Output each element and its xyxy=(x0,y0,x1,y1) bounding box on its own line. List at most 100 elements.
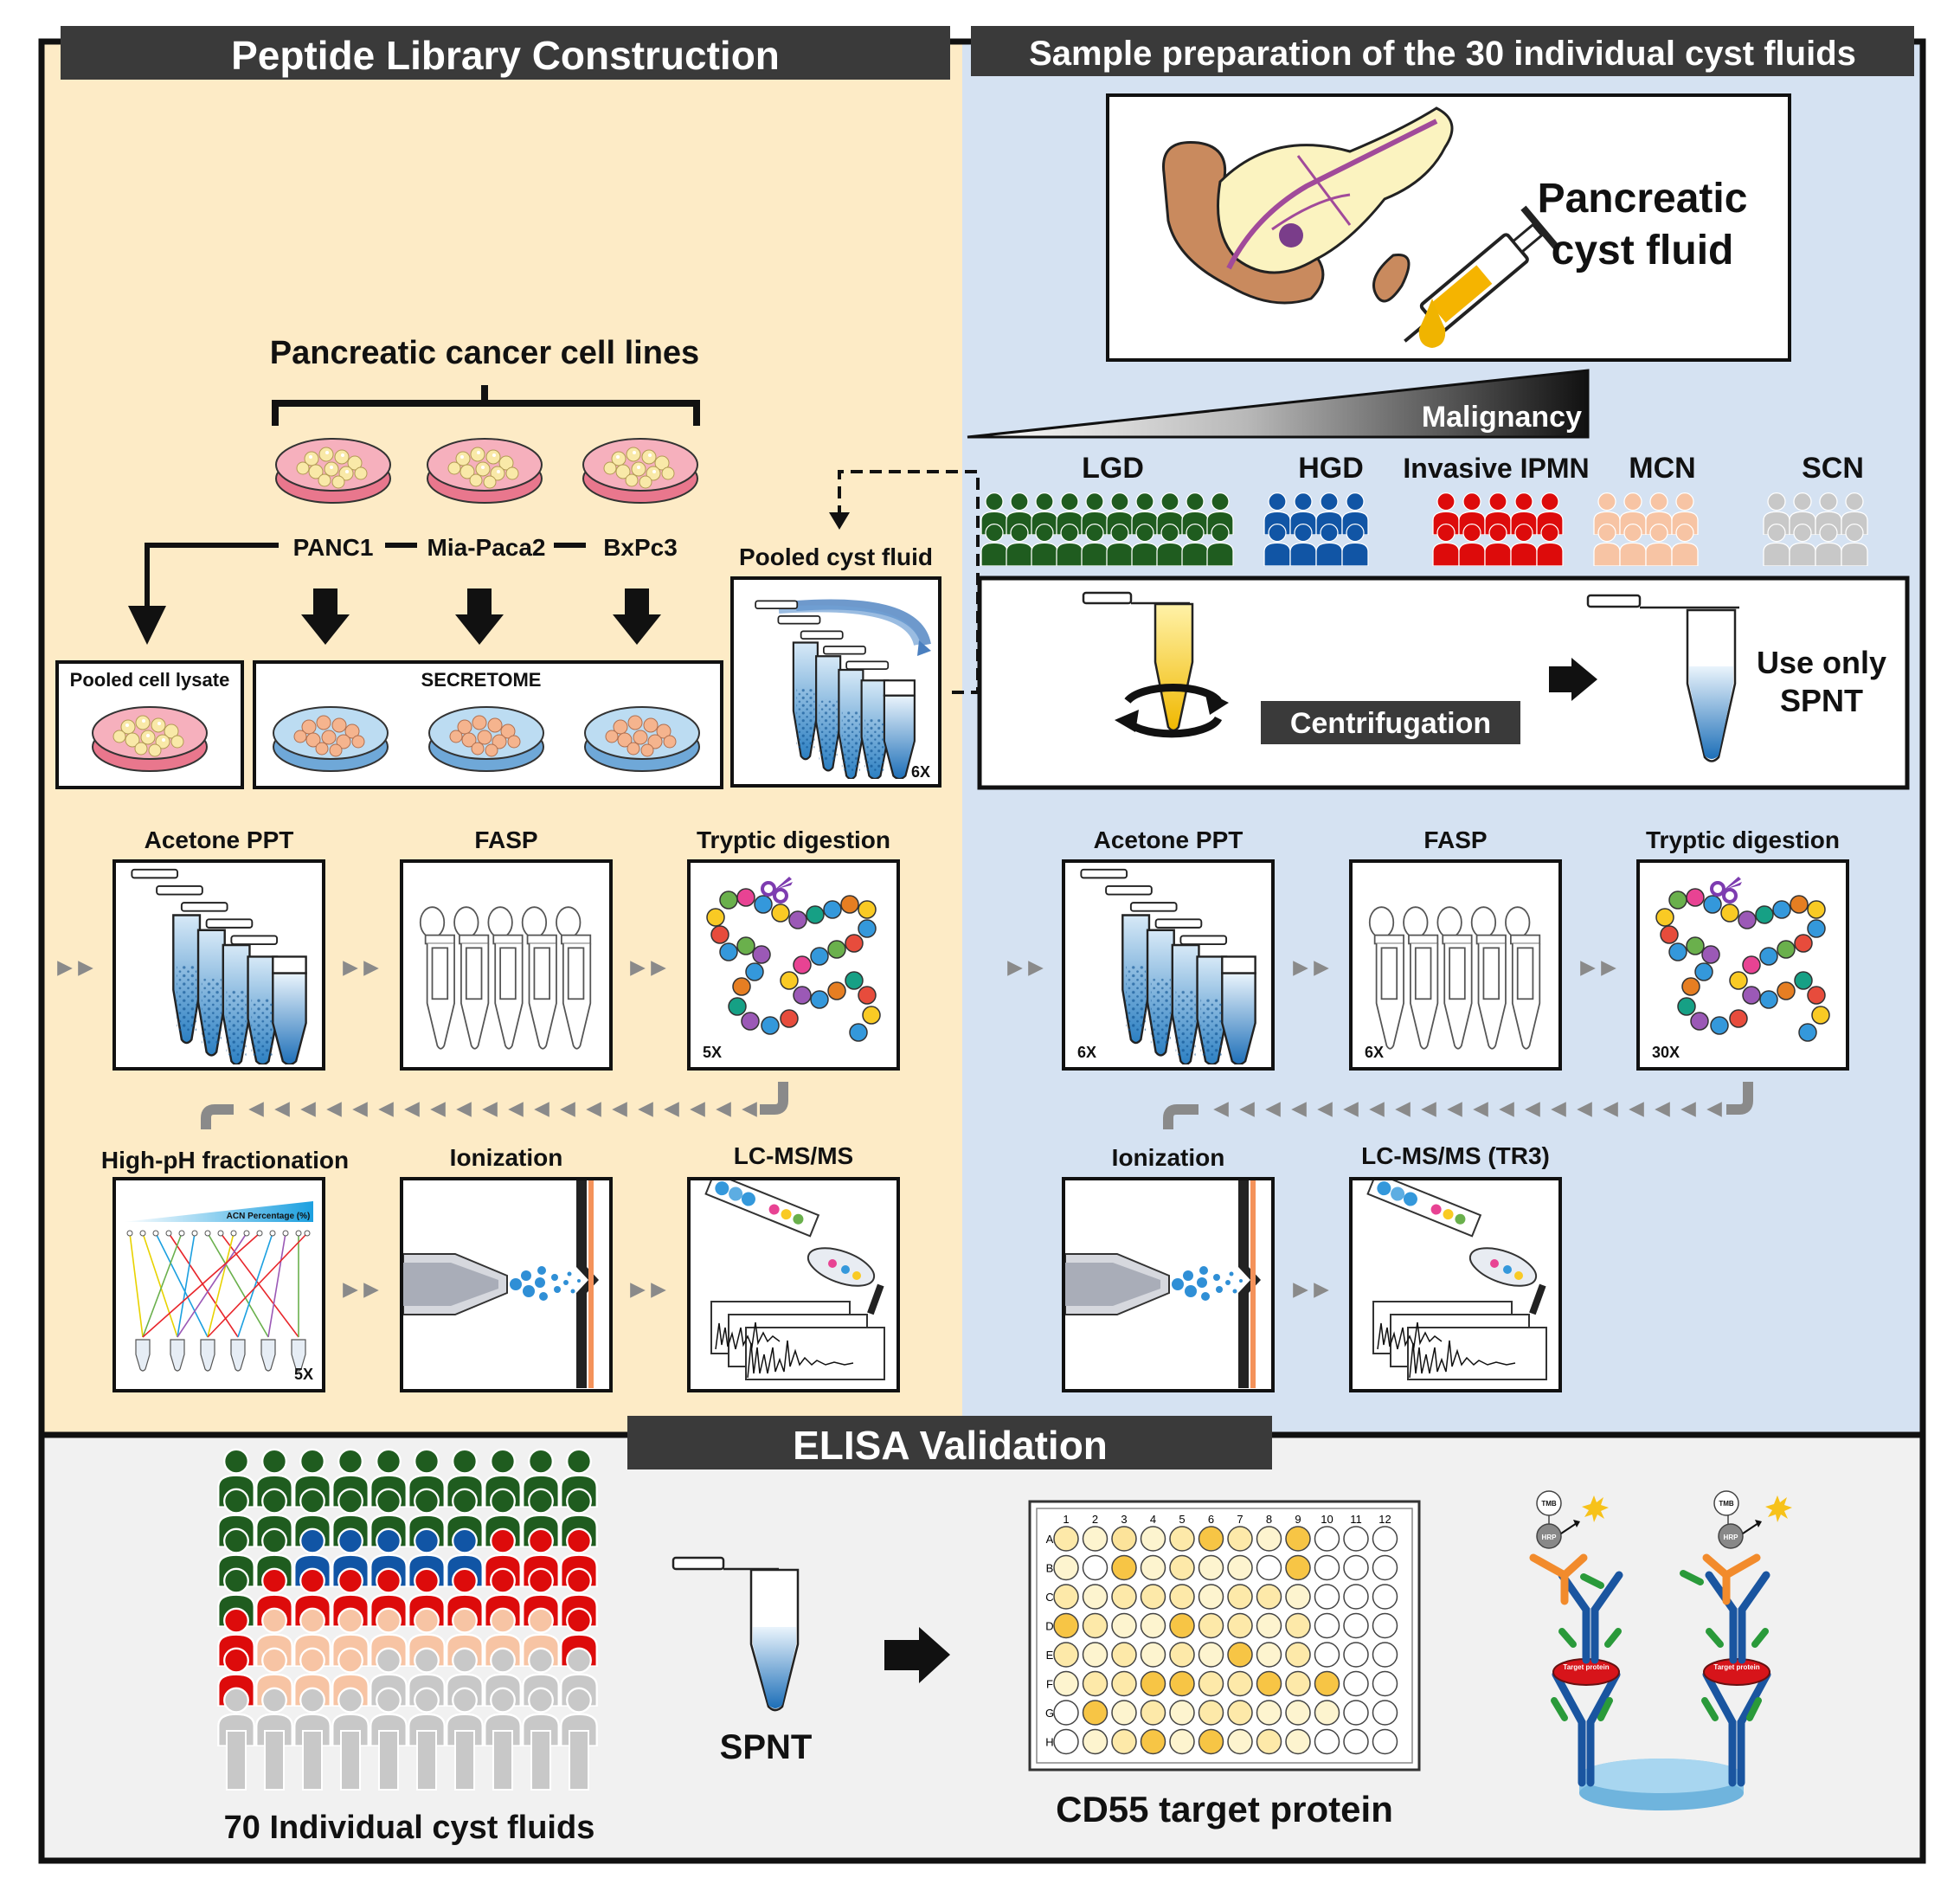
left-highph-label: High-pH fractionation xyxy=(101,1147,349,1174)
svg-text:1: 1 xyxy=(1063,1513,1069,1526)
right-fasp-label: FASP xyxy=(1423,826,1487,853)
sampleprep-title: Sample preparation of the 30 individual … xyxy=(1029,35,1856,73)
centrifugation-box xyxy=(977,576,1910,790)
group-lgd-label: LGD xyxy=(1082,452,1144,485)
label-miapaca2: Mia-Paca2 xyxy=(427,534,546,561)
use-only-label-1: Use only xyxy=(1757,645,1886,680)
pooled-cyst-label: Pooled cyst fluid xyxy=(739,543,933,570)
left-fasp-label: FASP xyxy=(474,826,537,853)
spnt-tube-icon xyxy=(1586,594,1739,762)
right-tryptic-mult: 30X xyxy=(1652,1044,1680,1061)
svg-text:G: G xyxy=(1045,1707,1054,1720)
dish-secretome2-icon xyxy=(428,706,544,772)
malignancy-wedge xyxy=(967,369,1590,439)
svg-text:C: C xyxy=(1045,1591,1053,1604)
dish-lysate-icon xyxy=(92,706,208,772)
cyst-fluid-title-2: cyst fluid xyxy=(1552,228,1734,273)
library-header xyxy=(61,26,950,80)
plate-wells xyxy=(1053,1526,1398,1755)
centrifugation-label: Centrifugation xyxy=(1290,707,1491,740)
group-hgd-label: HGD xyxy=(1298,452,1364,485)
pooled-mult: 6X xyxy=(911,763,930,781)
left-tryptic-mult: 5X xyxy=(703,1044,722,1061)
rotate-icon xyxy=(1115,684,1229,738)
svg-text:2: 2 xyxy=(1092,1513,1098,1526)
target-label: CD55 target protein xyxy=(1056,1789,1393,1829)
right-acetone-label: Acetone PPT xyxy=(1094,826,1243,853)
cyst-fluid-title-1: Pancreatic xyxy=(1538,176,1748,222)
svg-text:Target protein: Target protein xyxy=(1713,1663,1759,1671)
right-tryptic-label: Tryptic digestion xyxy=(1646,826,1840,853)
svg-text:F: F xyxy=(1046,1678,1053,1691)
svg-text:TMB: TMB xyxy=(1719,1500,1734,1508)
elisa-spnt-tube-icon xyxy=(672,1556,800,1712)
individuals-label: 70 Individual cyst fluids xyxy=(224,1810,595,1846)
svg-text:E: E xyxy=(1046,1649,1054,1662)
right-lcms-label: LC-MS/MS (TR3) xyxy=(1361,1142,1550,1169)
svg-text:B: B xyxy=(1046,1562,1054,1575)
group-mcn-label: MCN xyxy=(1629,452,1695,485)
svg-text:4: 4 xyxy=(1150,1513,1156,1526)
left-ionization-label: Ionization xyxy=(450,1144,563,1171)
svg-text:7: 7 xyxy=(1237,1513,1243,1526)
sandwich-elisa-icon: Target protein Target protein HRP TMB HR… xyxy=(1529,1490,1792,1810)
svg-text:HRP: HRP xyxy=(1724,1534,1739,1541)
svg-text:10: 10 xyxy=(1321,1513,1333,1526)
svg-text:8: 8 xyxy=(1266,1513,1272,1526)
svg-text:5: 5 xyxy=(1179,1513,1185,1526)
svg-text:ACN Percentage (%): ACN Percentage (%) xyxy=(227,1212,311,1221)
library-title: Peptide Library Construction xyxy=(231,33,780,78)
elisa-header xyxy=(627,1416,1272,1469)
svg-text:Target protein: Target protein xyxy=(1563,1663,1609,1671)
pancreas-icon xyxy=(1162,106,1560,348)
dish-panc1-icon xyxy=(275,438,391,504)
sampleprep-header xyxy=(971,26,1914,76)
group-scn-label: SCN xyxy=(1802,452,1864,485)
left-tryptic-label: Tryptic digestion xyxy=(697,826,890,853)
centrifugation-label-bg xyxy=(1261,701,1520,744)
group-ipmn-label: Invasive IPMN xyxy=(1403,453,1589,484)
svg-text:D: D xyxy=(1045,1620,1053,1633)
secretome-label: SECRETOME xyxy=(421,669,542,691)
pooled-lysate-label: Pooled cell lysate xyxy=(70,669,230,691)
spnt-label: SPNT xyxy=(720,1728,813,1766)
left-lcms-label: LC-MS/MS xyxy=(734,1142,853,1169)
dish-miapaca2-icon xyxy=(427,438,543,504)
svg-text:H: H xyxy=(1045,1736,1053,1749)
label-panc1: PANC1 xyxy=(293,534,374,561)
left-return-arrows xyxy=(201,1082,788,1129)
cell-lines-title: Pancreatic cancer cell lines xyxy=(270,335,699,371)
elisa-title: ELISA Validation xyxy=(793,1423,1108,1468)
dish-bxpc3-icon xyxy=(582,438,698,504)
use-only-label-2: SPNT xyxy=(1780,683,1863,718)
svg-text:A: A xyxy=(1046,1533,1054,1546)
dish-secretome3-icon xyxy=(584,706,700,772)
left-highph-mult: 5X xyxy=(294,1366,313,1383)
plate-row-labels: A B C D E F G H xyxy=(1045,1533,1054,1749)
svg-text:6: 6 xyxy=(1208,1513,1214,1526)
svg-text:3: 3 xyxy=(1121,1513,1127,1526)
svg-text:TMB: TMB xyxy=(1541,1500,1557,1508)
cell-lines-bracket xyxy=(272,385,700,426)
pooled-cyst-tubes-icon xyxy=(754,599,931,779)
svg-text:11: 11 xyxy=(1350,1513,1362,1526)
label-bxpc3: BxPc3 xyxy=(603,534,678,561)
left-acetone-label: Acetone PPT xyxy=(145,826,294,853)
right-acetone-mult: 6X xyxy=(1077,1044,1096,1061)
group-ipmn-people-icon xyxy=(1432,492,1564,566)
svg-text:12: 12 xyxy=(1378,1513,1391,1526)
svg-text:HRP: HRP xyxy=(1542,1534,1558,1541)
right-fasp-mult: 6X xyxy=(1365,1044,1384,1061)
right-arrow-icon xyxy=(1549,658,1597,701)
malignancy-label: Malignancy xyxy=(1422,401,1582,434)
right-return-arrows xyxy=(1163,1082,1753,1129)
yellow-tube-icon xyxy=(1082,591,1194,732)
highph-fractionation-icon: ACN Percentage (%) xyxy=(123,1201,313,1372)
svg-text:9: 9 xyxy=(1295,1513,1301,1526)
elisa-arrow-icon xyxy=(884,1627,950,1683)
dish-secretome1-icon xyxy=(273,706,389,772)
crowd-70-people-icon xyxy=(217,1448,598,1791)
right-ionization-label: Ionization xyxy=(1112,1144,1225,1171)
